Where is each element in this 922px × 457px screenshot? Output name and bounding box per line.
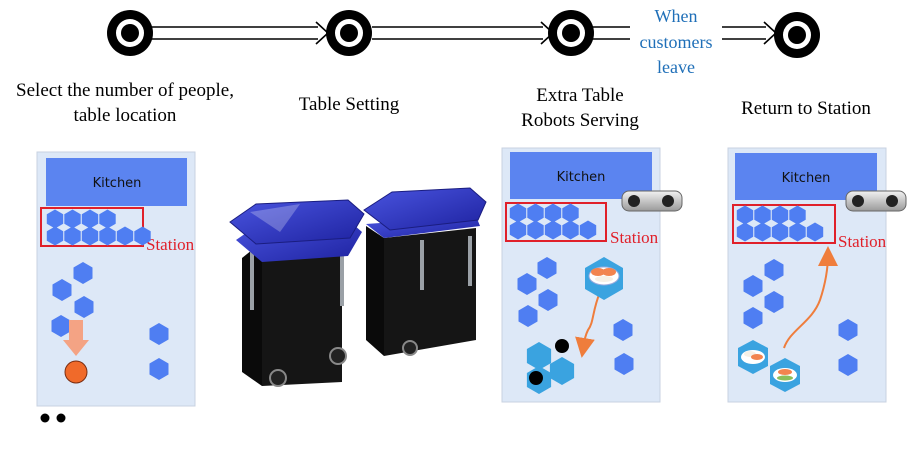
hex-tile: [526, 342, 552, 370]
hex-tile: [579, 220, 597, 240]
hex-tile: [544, 203, 562, 223]
hex-tile: [771, 205, 789, 225]
hex-tiles: [509, 203, 634, 394]
map-panel-3: Kitchen Station: [501, 147, 661, 403]
ellipsis-dot: [40, 413, 50, 423]
hex-tiles: [46, 209, 169, 380]
hex-tile: [764, 291, 784, 313]
hex-tile: [149, 323, 169, 345]
hex-tile: [764, 259, 784, 281]
robot-marker: [64, 360, 88, 384]
station-label: Station: [838, 232, 887, 251]
down-arrow: [69, 320, 83, 340]
return-path-arrow: [783, 246, 838, 349]
hex-tile: [562, 220, 579, 240]
step-4-caption: Return to Station: [741, 98, 871, 119]
timeline-node-1: [107, 10, 153, 56]
transition-label-line: leave: [657, 57, 695, 77]
transition-label: When customers leave: [640, 6, 713, 77]
station-label: Station: [610, 228, 659, 247]
hex-tile: [771, 222, 789, 242]
station-zone: [505, 202, 607, 242]
timeline-arrow-2: [372, 21, 555, 45]
depth-camera-icon: [621, 190, 683, 212]
robots-illustration: [229, 187, 487, 387]
hex-tile: [51, 315, 71, 337]
hex-tile: [517, 273, 537, 295]
hex-tile: [614, 353, 634, 375]
step-3-caption: Robots Serving: [521, 110, 639, 131]
hex-tiles: [736, 205, 858, 376]
hex-tile: [544, 220, 562, 240]
hex-tile: [527, 203, 544, 223]
station-zone: [732, 204, 836, 244]
step-1-caption: table location: [74, 105, 177, 126]
kitchen-label: Kitchen: [557, 170, 606, 185]
depth-camera-icon: [845, 190, 907, 212]
hex-tile: [81, 209, 99, 229]
hex-tile: [754, 222, 771, 242]
hex-tile: [789, 222, 806, 242]
down-arrow-head: [63, 340, 89, 356]
hex-tile: [509, 220, 527, 240]
kitchen-box: [46, 158, 187, 206]
hex-tile: [537, 257, 557, 279]
hex-tile: [46, 209, 64, 229]
hex-tile: [99, 226, 116, 246]
hex-tile: [562, 203, 579, 223]
timeline-node-4: [774, 12, 820, 58]
hex-tile: [52, 279, 72, 301]
timeline-node-3: [548, 10, 594, 56]
station-label: Station: [146, 235, 195, 254]
hex-tile: [806, 222, 824, 242]
serving-path-arrow: [575, 291, 601, 358]
robot-dot: [529, 371, 543, 385]
transition-label-line: customers: [640, 32, 713, 52]
hex-tile: [838, 354, 858, 376]
hex-tile: [99, 209, 116, 229]
hex-tile: [527, 220, 544, 240]
hex-tile: [736, 222, 754, 242]
sushi-plate-icon: [770, 358, 800, 392]
hex-tile: [743, 275, 763, 297]
timeline-node-2: [326, 10, 372, 56]
step-3-caption: Extra Table: [536, 85, 623, 106]
hex-tile: [64, 209, 81, 229]
hex-tile: [743, 307, 763, 329]
hex-tile: [81, 226, 99, 246]
step-2-caption: Table Setting: [299, 94, 400, 115]
hex-tile: [538, 289, 558, 311]
transition-label-line: When: [655, 6, 698, 26]
hex-tile: [613, 319, 633, 341]
hex-tile: [518, 305, 538, 327]
sushi-plate-icon: [738, 340, 768, 374]
kitchen-label: Kitchen: [93, 176, 142, 191]
map-panel-1: Kitchen Station: [36, 151, 196, 407]
hex-tile: [754, 205, 771, 225]
hex-tile: [789, 205, 806, 225]
hex-tile: [509, 203, 527, 223]
robot-dot: [555, 339, 569, 353]
hex-tile: [73, 262, 93, 284]
ellipsis-dot: [56, 413, 66, 423]
step-1-caption: Select the number of people,: [16, 80, 234, 101]
hex-tile: [116, 226, 134, 246]
timeline-arrow-1: [152, 21, 330, 45]
hex-tile: [838, 319, 858, 341]
kitchen-label: Kitchen: [782, 171, 831, 186]
hex-tile: [46, 226, 64, 246]
hex-tile: [736, 205, 754, 225]
hex-tile: [64, 226, 81, 246]
hex-tile: [149, 358, 169, 380]
hex-tile: [549, 357, 575, 385]
hex-tile: [134, 226, 151, 246]
sushi-plate-icon: [585, 257, 623, 300]
hex-tile: [74, 296, 94, 318]
